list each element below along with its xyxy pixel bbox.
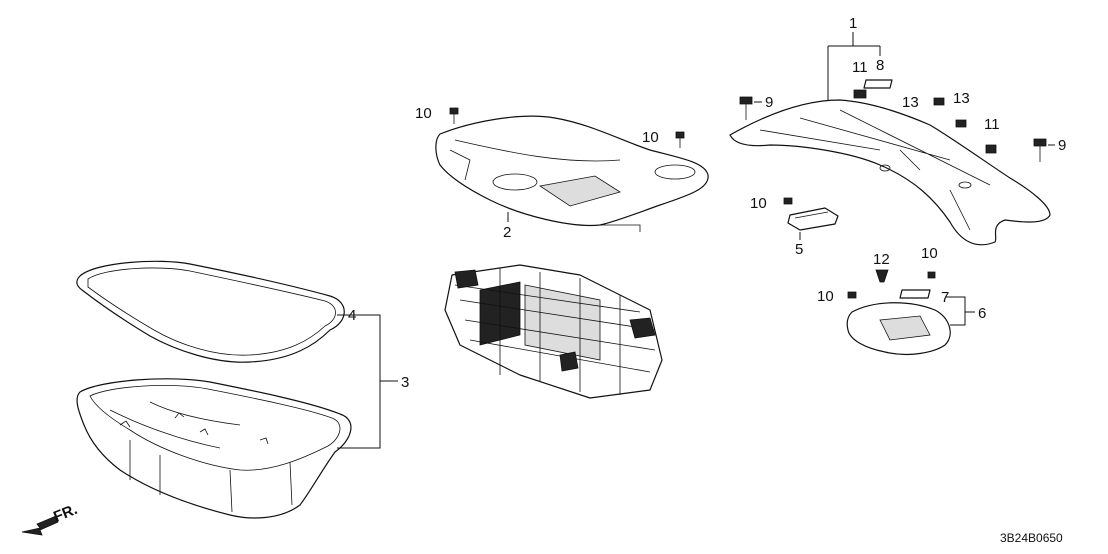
callout-12: 12: [873, 251, 890, 268]
front-direction-arrow: [21, 515, 59, 536]
callout-10-c: 10: [750, 195, 767, 212]
leader-lines: [337, 32, 1055, 449]
callout-9-right: 9: [1058, 137, 1066, 154]
upper-cover-part-2: [435, 115, 709, 232]
side-cover-part-6: [846, 302, 951, 356]
callout-10-b: 10: [642, 129, 659, 146]
bolt-13-a: [933, 97, 945, 106]
callout-8: 8: [876, 57, 884, 74]
bolt-9-left: [739, 96, 753, 120]
lower-tray-part-3: [76, 378, 352, 519]
label-part-8: [863, 79, 893, 89]
bolt-10-c: [783, 197, 793, 205]
callout-10-d: 10: [817, 288, 834, 305]
callout-13-a: 13: [902, 94, 919, 111]
gasket-part-4: [76, 260, 345, 363]
bolt-10-b: [675, 131, 685, 148]
callout-2: 2: [503, 224, 511, 241]
callout-5: 5: [795, 241, 803, 258]
bolt-13-b: [955, 119, 967, 128]
callout-13-b: 13: [953, 90, 970, 107]
bolt-9-right: [1033, 138, 1047, 162]
callout-4: 4: [348, 307, 356, 324]
callout-11-a: 11: [852, 59, 868, 76]
clip-12: [875, 269, 889, 283]
front-marker-label: FR.: [51, 501, 80, 526]
bolt-10-a: [449, 107, 459, 124]
bolt-10-d: [847, 291, 857, 299]
callout-11-b: 11: [984, 116, 1000, 133]
callout-1: 1: [849, 15, 857, 32]
main-frame-part-1: [729, 99, 1051, 246]
diagram-code: 3B24B0650: [1000, 531, 1063, 545]
callout-6: 6: [978, 305, 986, 322]
callout-7: 7: [941, 289, 949, 306]
bolt-10-e: [927, 271, 936, 279]
battery-module-assembly: [444, 264, 663, 399]
callout-3: 3: [401, 374, 409, 391]
callout-10-a: 10: [415, 105, 432, 122]
nut-11-b: [985, 144, 997, 154]
nut-11-a: [853, 89, 867, 99]
callout-10-e: 10: [921, 245, 938, 262]
bracket-part-5: [787, 207, 839, 231]
label-part-7: [899, 289, 931, 299]
callout-9-left: 9: [765, 94, 773, 111]
